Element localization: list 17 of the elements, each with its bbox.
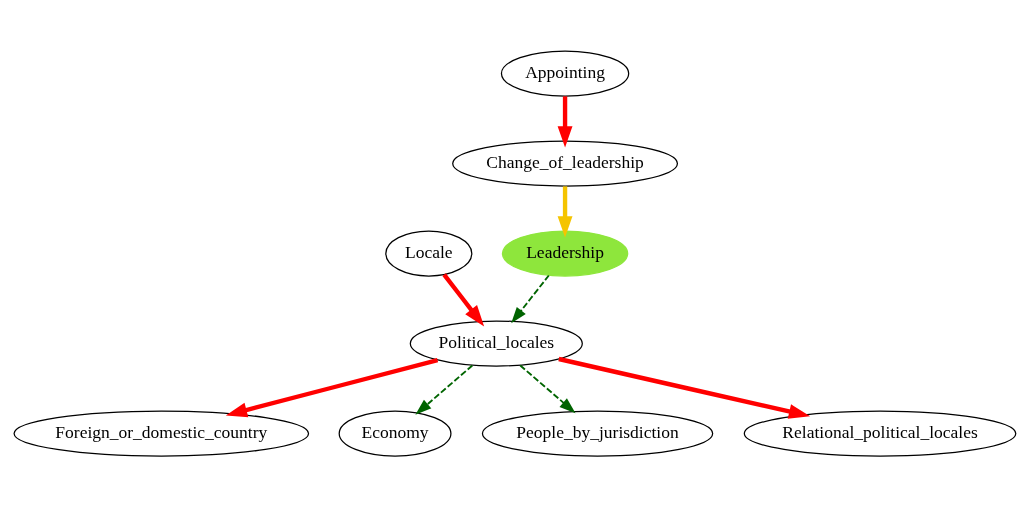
node-ellipse: Change_of_leadership <box>451 139 678 187</box>
arrow <box>510 274 550 323</box>
arrow <box>557 185 573 237</box>
node-ellipse: Appointing <box>500 49 629 97</box>
node-ellipse: Political_locales <box>409 319 583 367</box>
node-ellipse: Economy <box>338 409 452 457</box>
arrow <box>557 356 810 419</box>
node-ellipse: People_by_jurisdiction <box>481 409 713 457</box>
node-ellipse: Foreign_or_domestic_country <box>12 409 309 457</box>
arrow <box>441 272 484 326</box>
node-ellipse: Locale <box>384 229 472 277</box>
arrow <box>414 364 473 415</box>
arrow <box>518 364 576 413</box>
node-ellipse: Leadership <box>501 229 628 277</box>
arrow <box>225 357 438 417</box>
node-ellipse: Relational_political_locales <box>743 409 1016 457</box>
arrow <box>557 95 573 147</box>
